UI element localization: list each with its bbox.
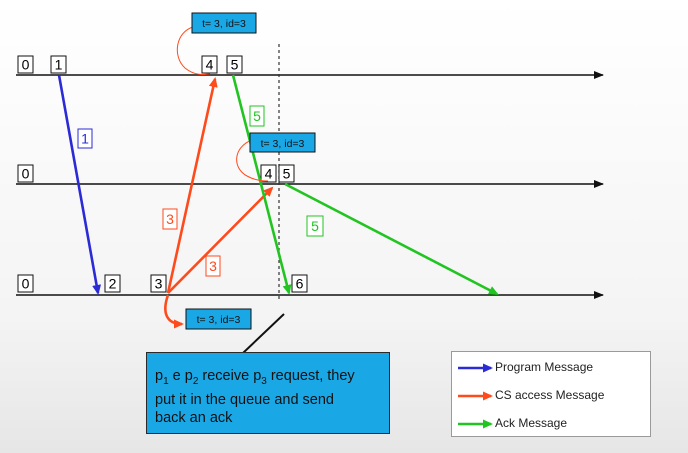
queue-tag-p2 bbox=[249, 132, 316, 153]
clock-box bbox=[17, 164, 34, 183]
clock-label: 5 bbox=[283, 166, 291, 182]
ack-arrow-icon bbox=[458, 419, 493, 429]
program-message-arrow bbox=[57, 74, 102, 295]
caption-line-1: p1 e p2 receive p3 request, they bbox=[155, 368, 355, 387]
program-arrow-icon bbox=[458, 363, 493, 373]
queue-insert-curve-p3 bbox=[164, 294, 184, 329]
clock-box bbox=[278, 164, 295, 183]
caption-pointer-line bbox=[242, 313, 285, 354]
message-label-box bbox=[249, 105, 265, 127]
legend-label: Ack Message bbox=[495, 416, 568, 430]
clock-label: 4 bbox=[265, 166, 273, 182]
message-label: 3 bbox=[166, 211, 174, 227]
clock-label: 1 bbox=[55, 57, 63, 73]
ack-message-p2-to-p3 bbox=[284, 182, 499, 296]
message-label-box bbox=[306, 215, 324, 237]
queue-insert-curve-p2 bbox=[236, 139, 269, 182]
legend-item-ack: Ack Message bbox=[452, 416, 650, 432]
message-label: 1 bbox=[81, 131, 89, 147]
message-label: 5 bbox=[311, 218, 319, 234]
clock-box bbox=[260, 164, 277, 183]
clock-label: 0 bbox=[22, 57, 30, 73]
legend: Program Message CS access Message Ack Me… bbox=[451, 351, 651, 437]
clock-box bbox=[17, 274, 34, 293]
legend-item-program: Program Message bbox=[452, 360, 650, 376]
legend-label: CS access Message bbox=[495, 388, 605, 402]
cs-message-to-p1 bbox=[166, 77, 218, 294]
message-label-box bbox=[77, 128, 93, 149]
caption-line-3: back an ack bbox=[155, 409, 233, 426]
clock-label: 2 bbox=[109, 276, 117, 292]
clock-box bbox=[201, 55, 218, 74]
clock-box bbox=[104, 274, 121, 293]
cs-message-to-p2 bbox=[167, 186, 274, 294]
queue-tag-p3 bbox=[185, 308, 252, 330]
ack-message-p1-to-p3 bbox=[231, 74, 292, 295]
clock-label: 0 bbox=[22, 166, 30, 182]
clock-label: 3 bbox=[155, 276, 163, 292]
queue-tag-text: t= 3, id=3 bbox=[197, 314, 241, 326]
clock-label: 5 bbox=[231, 57, 239, 73]
clock-box bbox=[17, 55, 34, 74]
queue-tag-text: t= 3, id=3 bbox=[202, 18, 246, 30]
clock-label: 0 bbox=[22, 276, 30, 292]
message-label-box bbox=[205, 255, 221, 277]
queue-tag-text: t= 3, id=3 bbox=[261, 138, 305, 150]
clock-label: 4 bbox=[206, 57, 214, 73]
clock-box bbox=[226, 55, 243, 74]
message-label: 3 bbox=[209, 258, 217, 274]
cs-arrow-icon bbox=[458, 391, 493, 401]
clock-label: 6 bbox=[296, 276, 304, 292]
clock-box bbox=[150, 274, 167, 293]
queue-tag-p1 bbox=[191, 12, 257, 34]
message-label-box bbox=[162, 208, 178, 230]
queue-insert-curve-p1 bbox=[176, 26, 211, 75]
caption-line-2: put it in the queue and send bbox=[155, 391, 334, 408]
clock-box bbox=[291, 274, 308, 293]
legend-label: Program Message bbox=[495, 360, 594, 374]
clock-box bbox=[50, 55, 67, 74]
caption-box: p1 e p2 receive p3 request, they put it … bbox=[146, 352, 390, 434]
legend-item-cs: CS access Message bbox=[452, 388, 650, 404]
message-label: 5 bbox=[253, 108, 261, 124]
